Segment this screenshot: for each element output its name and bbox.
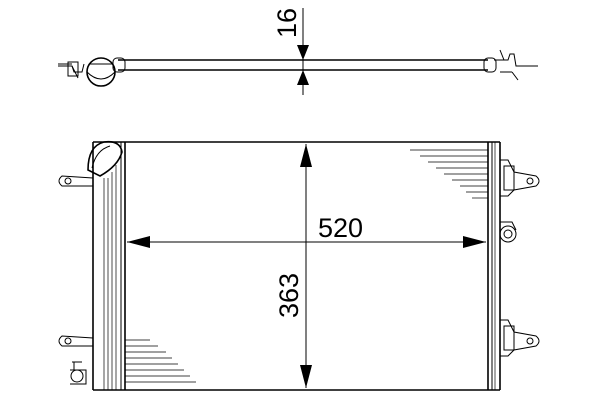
thickness-dimension-label: 16: [272, 8, 302, 38]
width-dimension-label: 520: [318, 213, 363, 243]
height-dimension-label: 363: [274, 273, 304, 318]
fin-hatching-bottom-left: [125, 339, 196, 383]
top-view: 16: [58, 8, 538, 95]
width-dimension: 520: [127, 213, 486, 248]
front-view: 520 363: [58, 140, 540, 391]
fin-hatching-top-right: [410, 149, 488, 199]
left-header-tank: [58, 140, 126, 390]
right-header-tank: [487, 142, 540, 390]
height-dimension: 363: [274, 144, 312, 388]
